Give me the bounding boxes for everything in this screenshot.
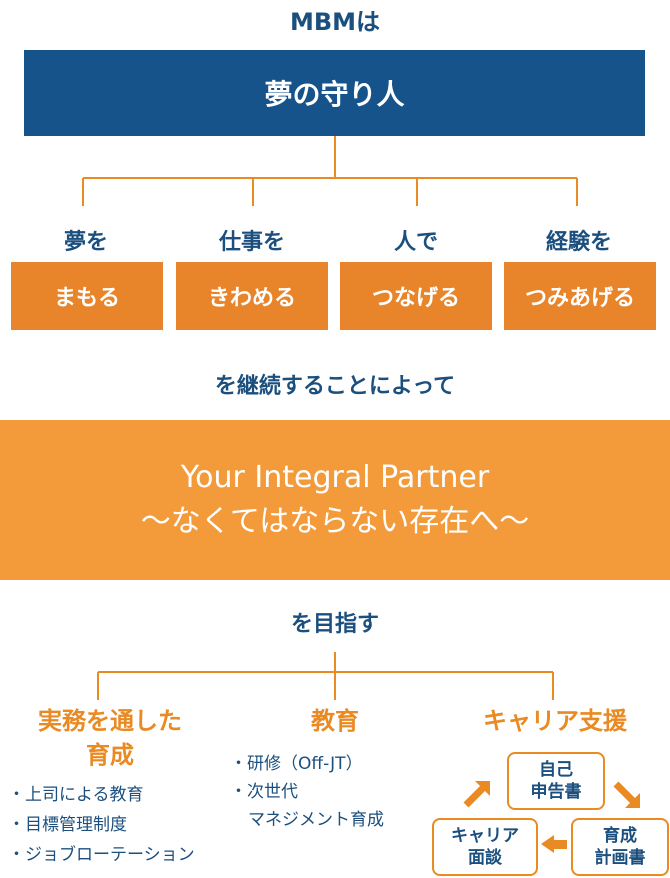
arrow-up-right-icon xyxy=(463,781,490,808)
pillar-label-2: 仕事を xyxy=(218,230,285,255)
pillar-label-1: 夢を xyxy=(63,230,108,255)
branch-left-heading: 実務を通した 育成 xyxy=(10,704,210,772)
vision-box: Your Integral Partner 〜なくてはならない存在へ〜 xyxy=(0,420,670,580)
diagram-title: MBMは xyxy=(289,8,381,36)
branch-left-heading-line1: 実務を通した xyxy=(38,707,182,735)
branch-left-list: ・上司による教育 ・目標管理制度 ・ジョブローテーション xyxy=(8,780,195,870)
cycle-career-interview: キャリア 面談 xyxy=(432,818,538,876)
cycle-career-interview-line1: キャリア xyxy=(451,826,519,846)
cycle-development-plan: 育成 計画書 xyxy=(571,818,669,876)
list-item: マネジメント育成 xyxy=(248,810,384,830)
cycle-self-report-line2: 申告書 xyxy=(530,782,582,802)
cycle-development-plan-line1: 育成 xyxy=(603,826,637,846)
pillar-box-3: つなげる xyxy=(340,262,492,330)
top-box: 夢の守り人 xyxy=(24,50,645,136)
branch-middle-list: ・研修（Off-JT） ・次世代 マネジメント育成 xyxy=(230,750,384,834)
pillar-label-3: 人で xyxy=(393,230,438,255)
pillar-box-4: つみあげる xyxy=(504,262,656,330)
list-item: ・上司による教育 xyxy=(8,785,144,805)
cycle-self-report: 自己 申告書 xyxy=(507,752,605,810)
cycle-self-report-line1: 自己 xyxy=(539,760,573,780)
arrow-left-icon xyxy=(541,835,567,853)
pillar-box-1: まもる xyxy=(11,262,163,330)
cycle-development-plan-line2: 計画書 xyxy=(594,848,646,868)
goal-text: を目指す xyxy=(290,612,379,637)
branch-right-heading: キャリア支援 xyxy=(483,707,627,735)
list-item: ・次世代 xyxy=(230,782,298,802)
list-item: ・ジョブローテーション xyxy=(8,845,195,865)
vision-line-2: 〜なくてはならない存在へ〜 xyxy=(140,504,530,539)
branch-left-heading-line2: 育成 xyxy=(86,741,134,769)
continue-text: を継続することによって xyxy=(214,374,456,399)
arrow-down-right-icon xyxy=(613,781,640,808)
list-item: ・目標管理制度 xyxy=(8,815,127,835)
list-item: ・研修（Off-JT） xyxy=(230,754,363,774)
cycle-career-interview-line2: 面談 xyxy=(468,848,502,868)
pillar-box-2: きわめる xyxy=(176,262,328,330)
pillar-label-4: 経験を xyxy=(545,230,612,255)
vision-line-1: Your Integral Partner xyxy=(180,460,490,495)
branch-middle-heading: 教育 xyxy=(311,707,359,735)
